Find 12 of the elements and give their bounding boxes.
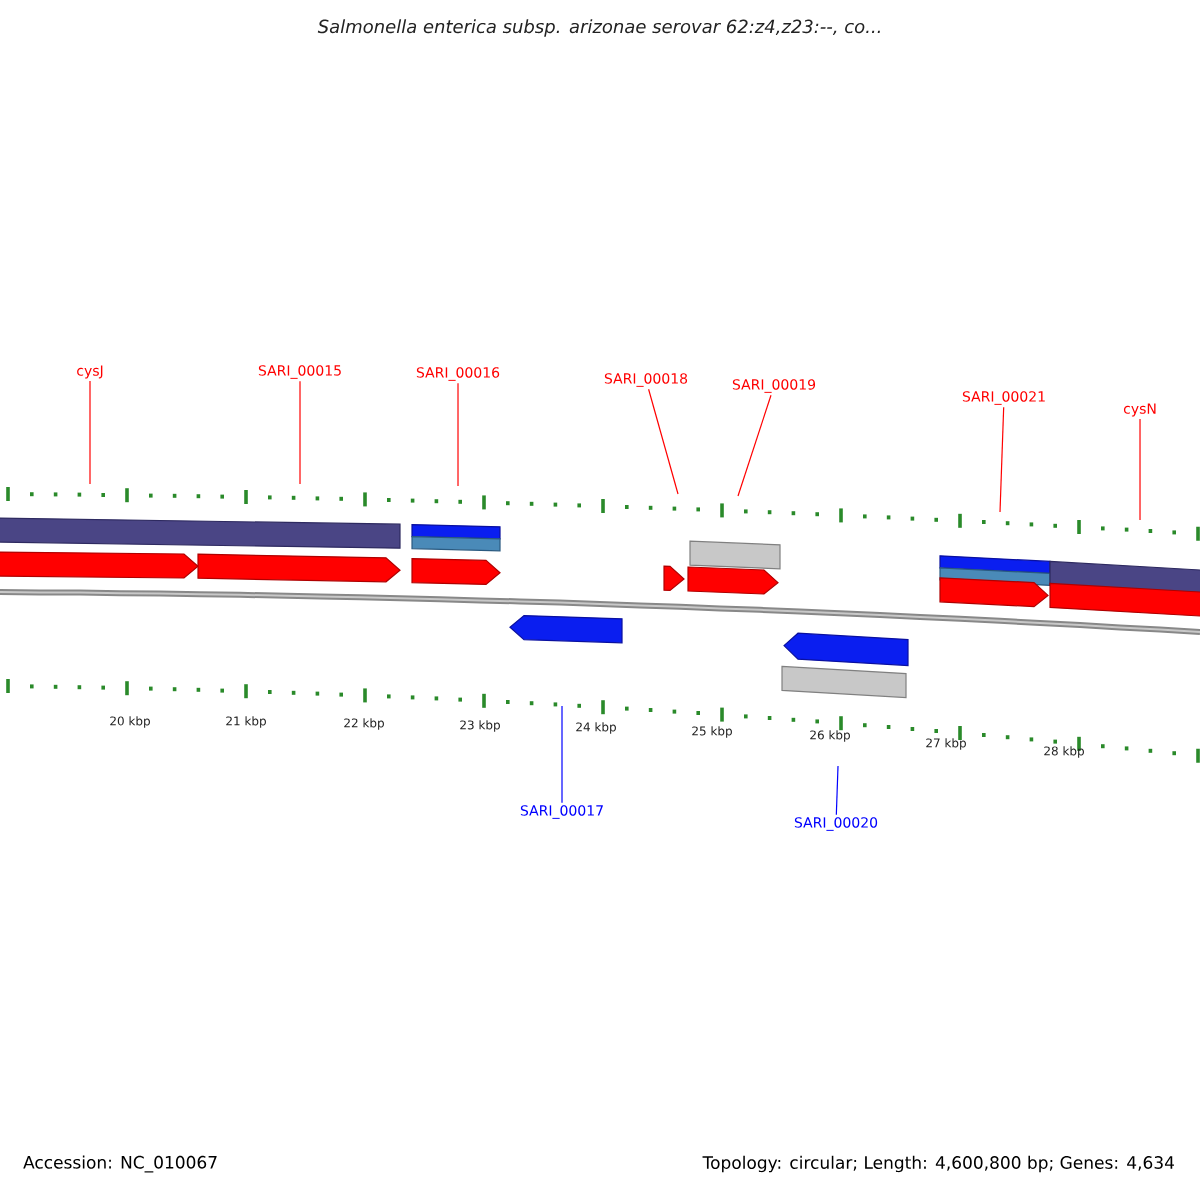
leader-line (648, 388, 679, 495)
leader-line (457, 382, 459, 487)
topology-text: Topology: circular; Length: 4,600,800 bp; Genes: 4,634 (702, 1155, 1174, 1173)
leader-line (1139, 418, 1141, 521)
leader-line (89, 380, 91, 485)
leader-line (561, 705, 563, 804)
leader-line (835, 765, 839, 816)
title: Salmonella enterica subsp. arizonae serovar 62:z4,z23:--, co... (317, 19, 880, 37)
accession-text: Accession: NC_010067 (23, 1155, 217, 1173)
leader-line (737, 394, 772, 497)
leader-line (999, 406, 1005, 513)
leader-line (299, 380, 301, 485)
